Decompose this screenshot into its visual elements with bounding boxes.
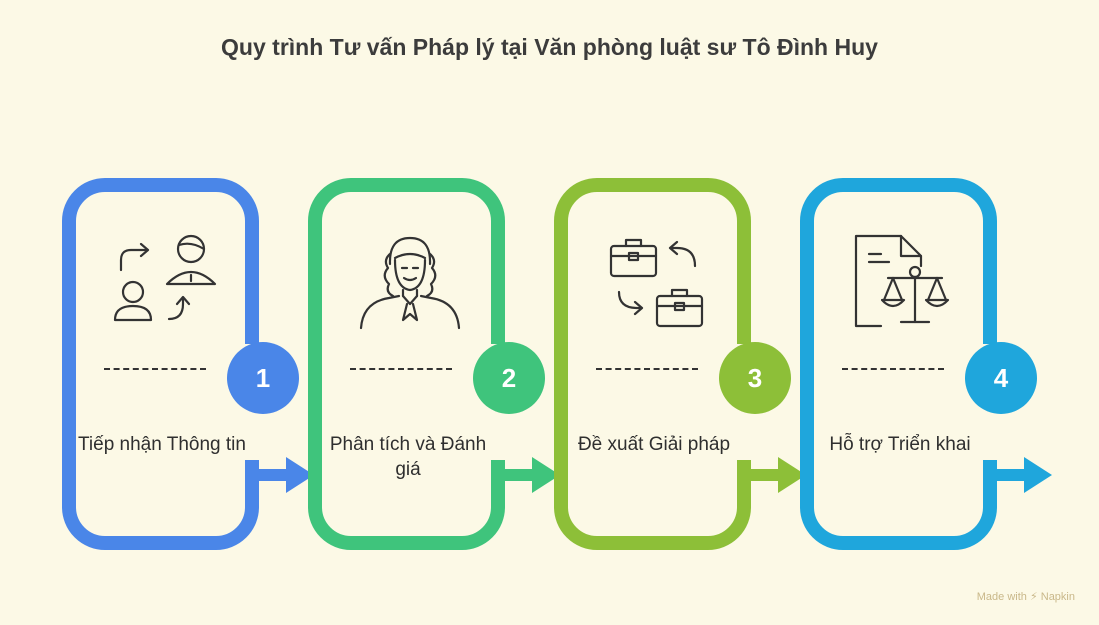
napkin-logo-icon: ⚡ <box>1029 591 1038 603</box>
user-exchange-icon <box>113 234 217 322</box>
napkin-watermark: Made with ⚡ Napkin <box>977 590 1075 603</box>
step-number-badge: 1 <box>227 342 299 414</box>
step-frame-3 <box>554 178 806 550</box>
divider <box>842 368 944 370</box>
step-number-badge: 3 <box>719 342 791 414</box>
divider <box>350 368 452 370</box>
step-label: Tiếp nhận Thông tin <box>78 434 246 455</box>
lawyer-icon <box>359 236 461 330</box>
step-number-badge: 4 <box>965 342 1037 414</box>
step-card-3: 3 Đề xuất Giải pháp <box>554 178 814 550</box>
step-label: Phân tích và Đánh giá <box>329 434 487 480</box>
footer-made-with: Made with <box>976 591 1027 603</box>
step-frame-2 <box>308 178 560 550</box>
divider <box>596 368 698 370</box>
diagram-title: Quy trình Tư vấn Pháp lý tại Văn phòng l… <box>221 34 878 60</box>
step-card-2: 2 Phân tích và Đánh giá <box>308 178 568 550</box>
step-frame-1 <box>62 178 314 550</box>
step-label: Đề xuất Giải pháp <box>577 434 731 455</box>
footer-brand: Napkin <box>1040 591 1075 603</box>
divider <box>104 368 206 370</box>
step-card-4: 4 Hỗ trợ Triển khai <box>800 178 1060 550</box>
step-number-badge: 2 <box>473 342 545 414</box>
step-card-1: 1 Tiếp nhận Thông tin <box>62 178 322 550</box>
document-scales-icon <box>854 234 950 328</box>
step-label: Hỗ trợ Triển khai <box>829 434 971 455</box>
briefcase-exchange-icon <box>609 238 704 328</box>
step-frame-4 <box>800 178 1052 550</box>
